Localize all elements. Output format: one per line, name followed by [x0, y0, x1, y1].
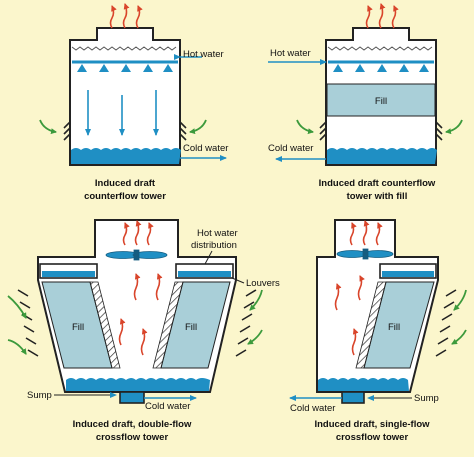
cold-water-label: Cold water: [183, 143, 228, 154]
water-flow-arrows: [85, 90, 159, 136]
tower-counterflow: Hot water Cold water Induced draft count…: [39, 3, 228, 202]
tower-double-flow-crossflow: Fill Fill Hot water: [7, 219, 280, 443]
air-inlet-arrows: [296, 119, 463, 135]
distribution-water: [382, 271, 434, 277]
hot-water-distribution-label-line2: distribution: [191, 240, 237, 251]
rising-air-arrows: [118, 273, 163, 356]
tower-single-flow-crossflow: Fill Sump Cold water Induced draft, sing…: [289, 219, 467, 443]
fan-icon: [105, 249, 168, 261]
tower-caption-line2: crossflow tower: [96, 432, 169, 443]
cold-water-label: Cold water: [268, 143, 313, 154]
tower-caption-line2: tower with fill: [347, 191, 408, 202]
fill-label: Fill: [375, 96, 387, 107]
rising-air-arrows: [334, 275, 365, 356]
distribution-water: [178, 271, 231, 277]
tower-counterflow-with-fill: Fill Hot water Cold water Induced draft …: [268, 3, 463, 202]
leader-line: [204, 250, 213, 265]
cold-water-basin: [66, 378, 210, 391]
sump-label: Sump: [414, 393, 439, 404]
fill-label-left: Fill: [72, 322, 84, 333]
fill-media: [326, 83, 436, 117]
tower-caption-line2: crossflow tower: [336, 432, 409, 443]
tower-caption-line2: counterflow tower: [84, 191, 166, 202]
hot-water-label: Hot water: [183, 49, 224, 60]
hot-water-distribution-label-line1: Hot water: [197, 228, 238, 239]
cold-water-label: Cold water: [290, 403, 335, 414]
louvers: [435, 289, 457, 357]
cold-water-basin: [71, 148, 181, 164]
sump: [119, 391, 145, 404]
sump: [341, 391, 365, 404]
cold-water-label: Cold water: [145, 401, 190, 412]
leader-line: [231, 277, 245, 284]
cold-water-basin: [327, 148, 437, 164]
tower-caption-line1: Induced draft: [95, 178, 156, 189]
spray-nozzles: [333, 64, 429, 72]
air-inlet-louvers: [319, 121, 443, 141]
cold-water-basin: [318, 378, 409, 391]
tower-caption-line1: Induced draft, single-flow: [314, 419, 430, 430]
air-inlet-louvers: [63, 121, 187, 141]
distribution-water: [42, 271, 95, 277]
louvers-right: [235, 289, 257, 357]
drift-eliminator: [71, 46, 177, 51]
fan-icon: [336, 248, 394, 260]
louvers-left: [17, 289, 39, 357]
heat-exhaust-arrows: [122, 220, 154, 246]
louvers-label: Louvers: [246, 278, 280, 289]
heat-exhaust-arrows: [349, 220, 383, 246]
spray-nozzles: [77, 64, 173, 72]
air-inlet-arrows: [7, 289, 263, 355]
fill-label-right: Fill: [185, 322, 197, 333]
drift-eliminator-right: [152, 281, 184, 369]
tower-caption-line1: Induced draft counterflow: [319, 178, 436, 189]
drift-eliminator: [327, 46, 433, 51]
sump-label: Sump: [27, 390, 52, 401]
air-inlet-arrows: [39, 119, 207, 135]
air-inlet-arrows: [451, 289, 467, 345]
tower-caption-line1: Induced draft, double-flow: [73, 419, 192, 430]
heat-exhaust-arrows: [109, 3, 143, 29]
drift-eliminator: [355, 281, 387, 369]
heat-exhaust-arrows: [365, 3, 399, 29]
fill-label: Fill: [388, 322, 400, 333]
drift-eliminator-left: [89, 281, 121, 369]
hot-water-label: Hot water: [270, 48, 311, 59]
